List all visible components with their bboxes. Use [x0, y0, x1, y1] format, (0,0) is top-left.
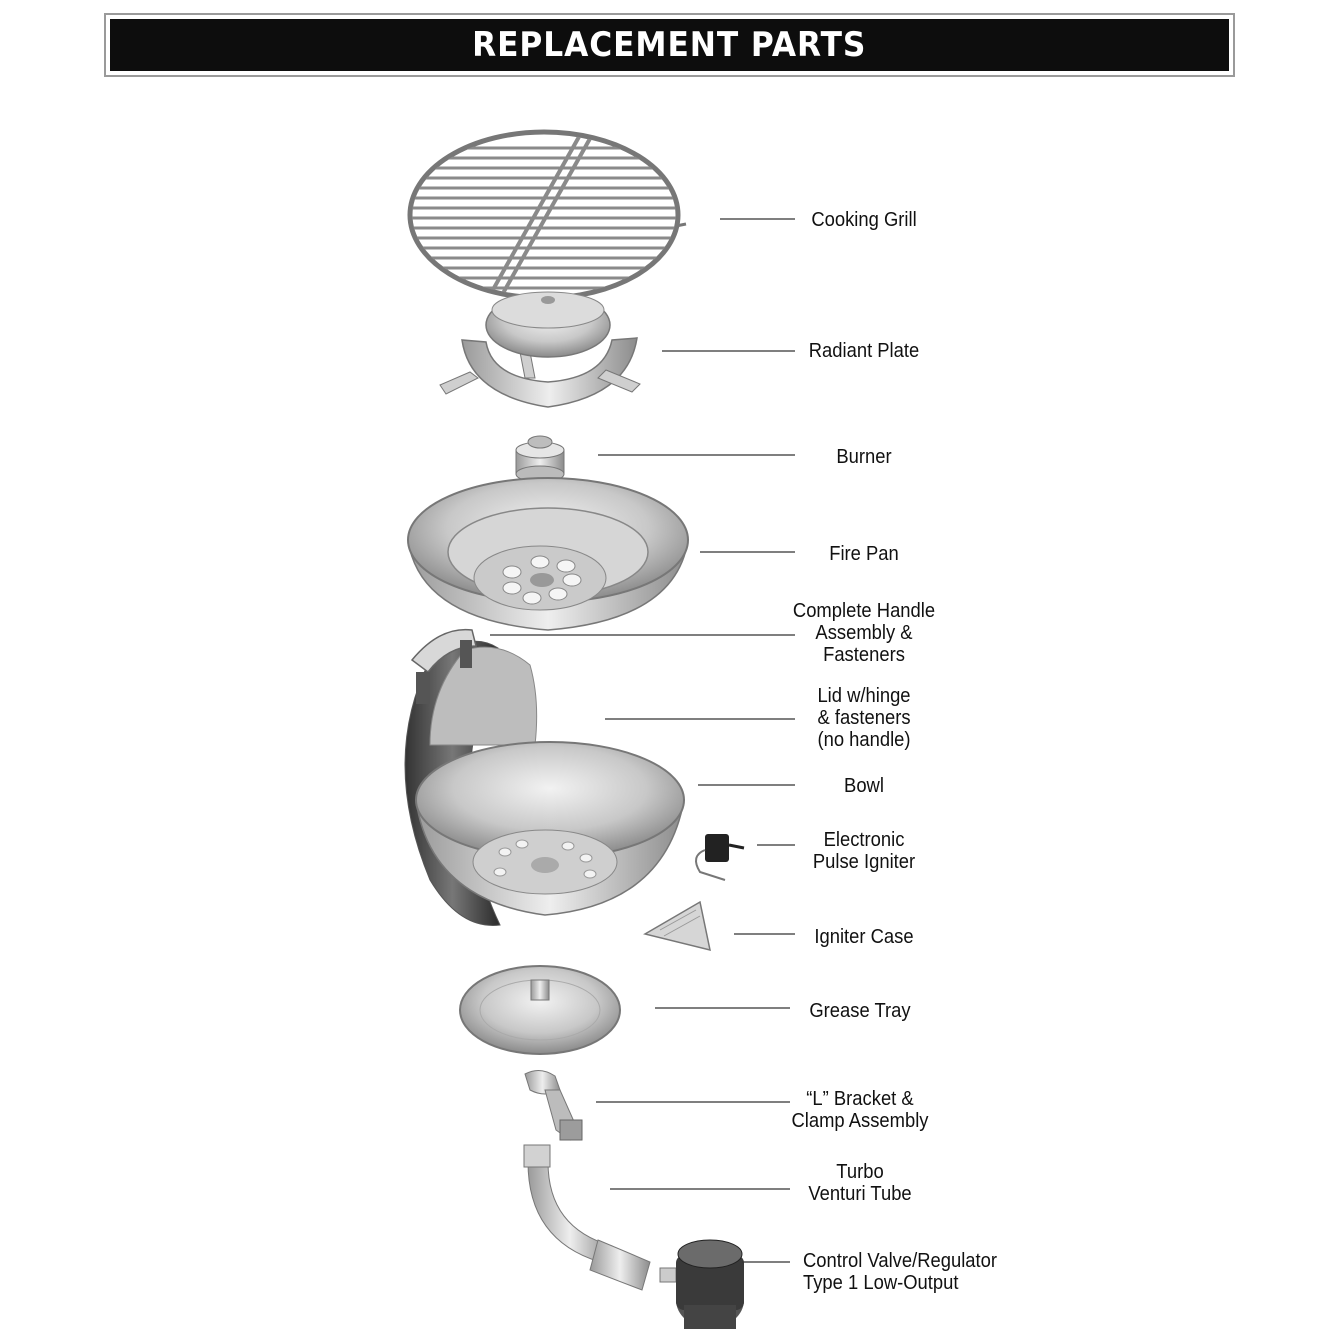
- pulse-igniter-illustration: [695, 834, 745, 881]
- page-title: REPLACEMENT PARTS: [472, 25, 867, 65]
- label-bowl: Bowl: [844, 775, 884, 797]
- header-banner: REPLACEMENT PARTS: [110, 19, 1229, 71]
- cooking-grill-illustration: [407, 129, 687, 301]
- l-bracket-illustration: [524, 1070, 583, 1141]
- control-valve-illustration: [659, 1239, 744, 1329]
- label-igniter-case: Igniter Case: [814, 926, 914, 948]
- leader-lines: [490, 218, 795, 1263]
- grease-tray-illustration: [459, 965, 621, 1055]
- label-lid: Lid w/hinge & fasteners (no handle): [817, 685, 911, 751]
- handle-assembly-illustration: [410, 628, 477, 704]
- label-control-valve: Control Valve/Regulator Type 1 Low-Outpu…: [803, 1250, 997, 1294]
- label-l-bracket: “L” Bracket & Clamp Assembly: [791, 1088, 929, 1132]
- label-pulse-igniter: Electronic Pulse Igniter: [812, 829, 916, 873]
- label-cooking-grill: Cooking Grill: [811, 209, 917, 231]
- radiant-plate-illustration: [439, 291, 641, 408]
- header-banner-frame: REPLACEMENT PARTS: [104, 13, 1235, 77]
- label-handle-assembly: Complete Handle Assembly & Fasteners: [792, 600, 936, 666]
- igniter-case-illustration: [643, 900, 711, 952]
- burner-illustration: [515, 435, 565, 483]
- label-fire-pan: Fire Pan: [829, 543, 899, 565]
- fire-pan-illustration: [407, 477, 689, 631]
- label-radiant-plate: Radiant Plate: [808, 340, 920, 362]
- label-burner: Burner: [836, 446, 892, 468]
- label-grease-tray: Grease Tray: [809, 1000, 911, 1022]
- label-venturi-tube: Turbo Venturi Tube: [808, 1161, 912, 1205]
- bowl-illustration: [415, 741, 685, 916]
- venturi-tube-illustration: [523, 1144, 651, 1291]
